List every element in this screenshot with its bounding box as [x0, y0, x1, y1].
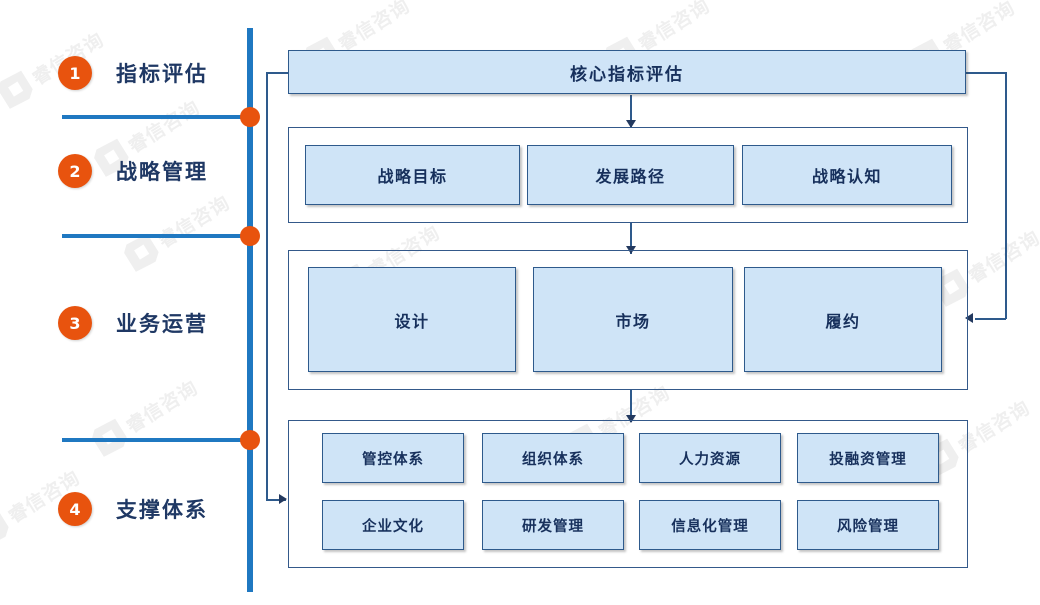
- watermark-text: 睿信咨询: [634, 0, 714, 56]
- operations-cell-3[interactable]: 履约: [744, 267, 942, 372]
- support-cell-r1c4[interactable]: 投融资管理: [797, 433, 939, 483]
- stage-divider-1: [62, 115, 248, 119]
- operations-cell-2[interactable]: 市场: [533, 267, 733, 372]
- strategy-cell-3[interactable]: 战略认知: [742, 145, 952, 205]
- strategy-cell-label: 发展路径: [595, 167, 666, 186]
- support-cell-label: 投融资管理: [829, 451, 907, 468]
- arrow-down-icon: [626, 415, 636, 423]
- timeline-axis: [247, 28, 253, 592]
- stage-divider-3: [62, 438, 248, 442]
- support-cell-r1c3[interactable]: 人力资源: [639, 433, 781, 483]
- sidebar-stage-1[interactable]: 1 指标评估: [58, 56, 208, 90]
- core-metrics-header-box[interactable]: 核心指标评估: [288, 50, 966, 94]
- connector-left-to-support: [266, 499, 286, 501]
- support-cell-label: 风险管理: [837, 518, 899, 535]
- watermark-text: 睿信咨询: [154, 191, 234, 253]
- operations-group-container: [288, 250, 968, 390]
- stage-marker-dot-3: [240, 430, 260, 450]
- support-cell-r1c1[interactable]: 管控体系: [322, 433, 464, 483]
- connector-header-right-stub: [966, 72, 1006, 74]
- arrow-down-icon: [626, 120, 636, 128]
- stage-marker-dot-1: [240, 107, 260, 127]
- stage-label: 业务运营: [116, 312, 208, 336]
- support-cell-r2c4[interactable]: 风险管理: [797, 500, 939, 550]
- support-cell-r1c2[interactable]: 组织体系: [482, 433, 624, 483]
- support-cell-r2c2[interactable]: 研发管理: [482, 500, 624, 550]
- strategy-cell-label: 战略认知: [811, 167, 882, 186]
- strategy-cell-1[interactable]: 战略目标: [305, 145, 520, 205]
- operations-cell-label: 设计: [394, 311, 430, 331]
- stage-label: 支撑体系: [116, 498, 208, 522]
- watermark-text: 睿信咨询: [124, 96, 204, 158]
- stage-number-badge: 2: [58, 154, 92, 188]
- support-cell-label: 信息化管理: [671, 518, 749, 535]
- strategy-group-container: [288, 127, 968, 223]
- strategy-cell-2[interactable]: 发展路径: [527, 145, 734, 205]
- support-cell-label: 人力资源: [679, 451, 741, 468]
- strategy-cell-label: 战略目标: [377, 167, 448, 186]
- support-cell-r2c1[interactable]: 企业文化: [322, 500, 464, 550]
- stage-marker-dot-2: [240, 226, 260, 246]
- core-metrics-header-label: 核心指标评估: [570, 64, 684, 85]
- connector-operations-to-support: [630, 390, 632, 422]
- operations-cell-1[interactable]: 设计: [308, 267, 516, 372]
- sidebar-stage-2[interactable]: 2 战略管理: [58, 154, 208, 188]
- connector-right-vertical: [1005, 72, 1007, 319]
- stage-number-badge: 4: [58, 492, 92, 526]
- stage-divider-2: [62, 234, 248, 238]
- arrow-right-icon: [279, 494, 287, 504]
- connector-header-to-strategy: [630, 95, 632, 127]
- support-cell-label: 组织体系: [522, 451, 584, 468]
- sidebar-stage-4[interactable]: 4 支撑体系: [58, 492, 208, 526]
- support-cell-label: 管控体系: [362, 451, 424, 468]
- hexagon-logo-icon: [0, 69, 36, 110]
- connector-strategy-to-operations: [630, 222, 632, 254]
- watermark-text: 睿信咨询: [122, 376, 202, 438]
- support-cell-r2c3[interactable]: 信息化管理: [639, 500, 781, 550]
- support-group-container: [288, 420, 968, 568]
- hexagon-logo-icon: [0, 507, 12, 548]
- connector-right-to-operations: [975, 318, 1006, 320]
- hexagon-logo-icon: [121, 232, 162, 273]
- sidebar-stage-3[interactable]: 3 业务运营: [58, 306, 208, 340]
- stage-number-badge: 1: [58, 56, 92, 90]
- arrow-left-icon: [965, 313, 973, 323]
- watermark: 睿信咨询: [121, 187, 235, 274]
- watermark: 睿信咨询: [89, 372, 203, 459]
- watermark-text: 睿信咨询: [334, 0, 414, 56]
- support-cell-label: 企业文化: [362, 518, 424, 535]
- stage-label: 指标评估: [116, 62, 208, 86]
- connector-header-left-stub: [266, 72, 290, 74]
- connector-left-vertical: [266, 72, 268, 499]
- operations-cell-label: 履约: [825, 311, 861, 331]
- watermark-text: 睿信咨询: [964, 226, 1040, 288]
- stage-label: 战略管理: [116, 160, 208, 184]
- stage-number-badge: 3: [58, 306, 92, 340]
- operations-cell-label: 市场: [615, 311, 651, 331]
- support-cell-label: 研发管理: [522, 518, 584, 535]
